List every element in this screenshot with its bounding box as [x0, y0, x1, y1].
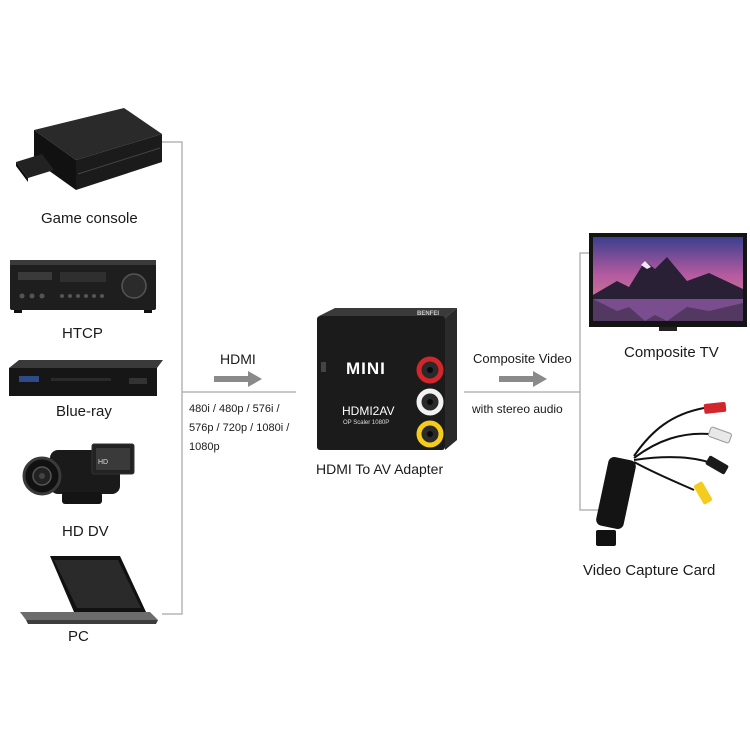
hdmi-arrow-icon [214, 371, 262, 387]
composite-video-label: Composite Video [473, 351, 572, 366]
video-capture-card-label: Video Capture Card [583, 562, 716, 579]
composite-tv-image [589, 233, 747, 331]
htcp-label: HTCP [62, 325, 103, 342]
blueray-label: Blue-ray [56, 403, 112, 420]
video-capture-card-image [596, 401, 732, 546]
resolutions-line-3: 1080p [189, 441, 220, 453]
pc-label: PC [68, 628, 89, 645]
game-console-label: Game console [41, 210, 138, 227]
htcp-receiver-image [10, 260, 156, 313]
hddv-camcorder-image: HD [22, 443, 135, 504]
hdmi-av-adapter-image [317, 308, 457, 450]
adapter-face-logo: MINI [346, 359, 386, 378]
stereo-audio-label: with stereo audio [472, 402, 563, 416]
composite-tv-label: Composite TV [624, 344, 719, 361]
adapter-face-model: HDMI2AV [342, 404, 395, 418]
hddv-label: HD DV [62, 523, 109, 540]
adapter-face-sub: OP Scaler 1080P [343, 420, 390, 426]
resolutions-line-2: 576p / 720p / 1080i / [189, 422, 290, 434]
composite-arrow-icon [499, 371, 547, 387]
resolutions-line-1: 480i / 480p / 576i / [189, 403, 280, 415]
svg-text:HD: HD [98, 459, 108, 466]
game-console-image [16, 108, 162, 190]
hdmi-input-label: HDMI [220, 351, 256, 367]
pc-laptop-image [20, 556, 158, 624]
adapter-name-label: HDMI To AV Adapter [316, 461, 444, 477]
blueray-player-image [9, 360, 163, 396]
adapter-brand: BENFEI [417, 311, 440, 317]
